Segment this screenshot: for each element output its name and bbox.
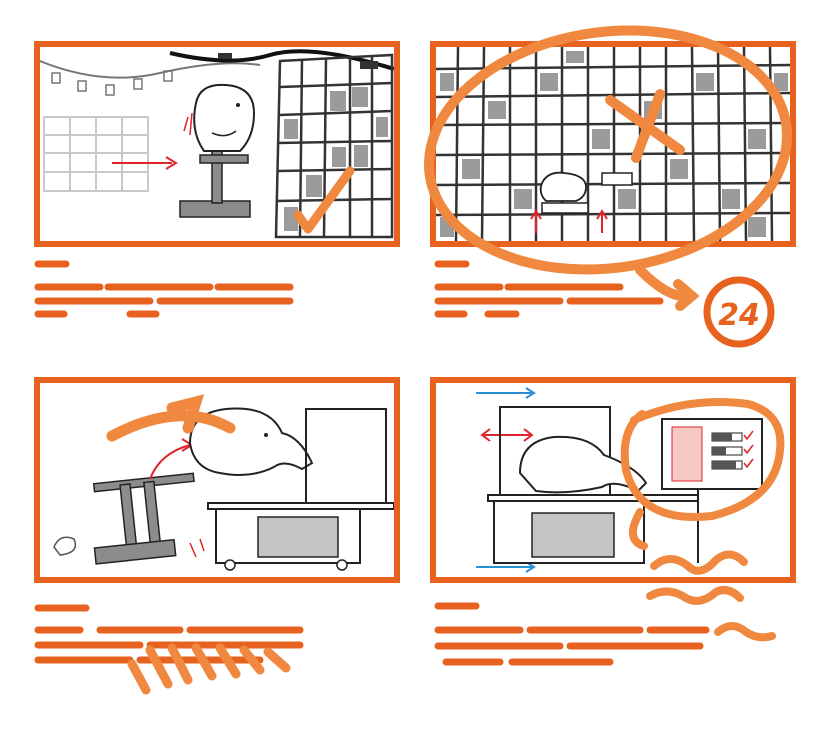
panel-2-illustration	[436, 47, 790, 241]
badge-circle	[703, 276, 775, 348]
storyboard-panel-2	[430, 41, 796, 247]
panel-3-illustration	[53, 407, 394, 571]
storyboard-panel-4	[430, 377, 796, 583]
panel-4-illustration	[476, 387, 763, 573]
storyboard-panel-1	[34, 41, 400, 247]
badge-label: 24	[718, 298, 760, 333]
storyboard-panel-3	[34, 377, 400, 583]
scribble-marks-3	[127, 643, 291, 695]
panel-1-illustration	[40, 49, 394, 239]
